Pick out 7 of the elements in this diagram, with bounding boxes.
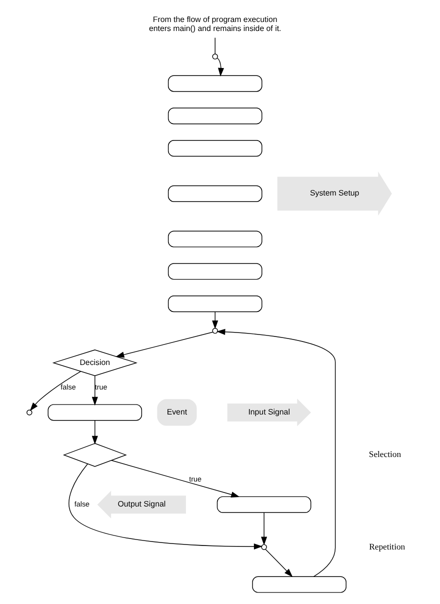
label: Selection bbox=[368, 449, 401, 460]
node-text: From the flow of program execution enters main() and remains inside of it. bbox=[148, 15, 281, 33]
edge-label: true bbox=[94, 382, 107, 392]
edge-label: false bbox=[60, 382, 76, 392]
edge-label: false bbox=[74, 499, 90, 508]
edge-label: true bbox=[188, 474, 202, 484]
label: Repetition bbox=[368, 541, 405, 552]
